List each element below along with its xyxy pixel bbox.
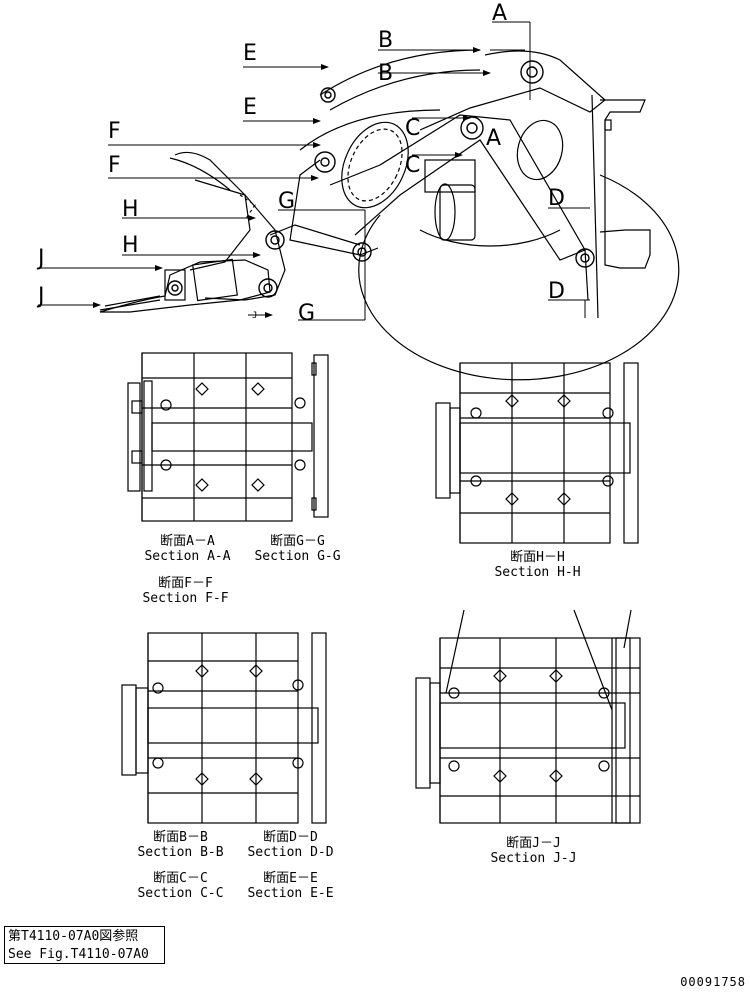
- figure-reference-box: 第T4110-07A0図参照 See Fig.T4110-07A0: [4, 926, 165, 964]
- caption-aa: 断面A－A Section A-A: [140, 534, 235, 564]
- callout-e: E: [243, 95, 257, 120]
- callout-d: D: [548, 279, 565, 304]
- caption-jj-jp: 断面J－J: [506, 836, 561, 851]
- caption-gg-jp: 断面G－G: [270, 534, 325, 549]
- callout-f: F: [108, 153, 121, 178]
- caption-cc: 断面C－C Section C-C: [133, 871, 228, 901]
- section-view-jj: [415, 609, 641, 824]
- caption-hh: 断面H－H Section H-H: [490, 550, 585, 580]
- caption-ee-jp: 断面E－E: [263, 871, 318, 886]
- caption-ff-en: Section F-F: [142, 591, 229, 606]
- callout-g: G: [298, 301, 315, 326]
- callout-j: J: [36, 246, 45, 271]
- caption-cc-en: Section C-C: [137, 886, 224, 901]
- section-view-aa-gg: [127, 352, 329, 522]
- callout-a: A: [492, 1, 507, 26]
- callout-b: B: [378, 61, 393, 86]
- callout-f: F: [108, 119, 121, 144]
- callout-c: C: [405, 153, 420, 178]
- caption-dd-jp: 断面D－D: [263, 830, 318, 845]
- callout-b: B: [378, 28, 393, 53]
- caption-jj: 断面J－J Section J-J: [486, 836, 581, 866]
- callout-e: E: [243, 41, 257, 66]
- callout-c: C: [405, 116, 420, 141]
- caption-ff-jp: 断面F－F: [158, 576, 213, 591]
- callout-d: D: [548, 186, 565, 211]
- caption-ee-en: Section E-E: [247, 886, 334, 901]
- callout-g: G: [278, 189, 295, 214]
- caption-ff: 断面F－F Section F-F: [138, 576, 233, 606]
- caption-ee: 断面E－E Section E-E: [243, 871, 338, 901]
- callout-a: A: [486, 126, 501, 151]
- caption-dd-en: Section D-D: [247, 845, 334, 860]
- caption-aa-en: Section A-A: [144, 549, 231, 564]
- caption-cc-jp: 断面C－C: [153, 871, 208, 886]
- callout-h: H: [122, 197, 139, 222]
- caption-gg-en: Section G-G: [254, 549, 341, 564]
- reference-jp: 第T4110-07A0図参照: [8, 929, 139, 944]
- caption-bb-jp: 断面B－B: [153, 830, 208, 845]
- caption-jj-en: Section J-J: [490, 851, 577, 866]
- section-view-bb-cc-dd-ee: [121, 632, 327, 824]
- document-number: 00091758: [680, 975, 746, 989]
- caption-dd: 断面D－D Section D-D: [243, 830, 338, 860]
- caption-bb-en: Section B-B: [137, 845, 224, 860]
- callout-j-small: J: [252, 311, 257, 321]
- excavator-linkage-drawing: [38, 21, 680, 381]
- caption-aa-jp: 断面A－A: [160, 534, 215, 549]
- caption-gg: 断面G－G Section G-G: [250, 534, 345, 564]
- callout-h: H: [122, 233, 139, 258]
- callout-j: J: [36, 284, 45, 309]
- caption-hh-en: Section H-H: [494, 565, 581, 580]
- reference-en: See Fig.T4110-07A0: [8, 947, 149, 962]
- section-view-hh: [435, 362, 639, 544]
- caption-hh-jp: 断面H－H: [510, 550, 565, 565]
- caption-bb: 断面B－B Section B-B: [133, 830, 228, 860]
